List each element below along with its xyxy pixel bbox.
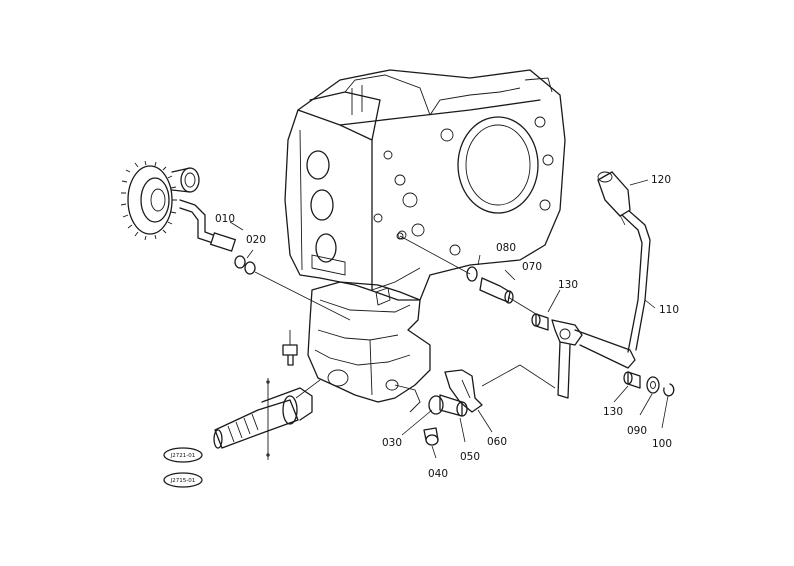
part-120-knob bbox=[597, 171, 631, 217]
part-040-bolt bbox=[423, 427, 439, 446]
part-080-seal bbox=[466, 266, 478, 282]
label-130-upper: 130 bbox=[558, 279, 578, 291]
output-shaft bbox=[213, 378, 313, 460]
label-110: 110 bbox=[659, 304, 679, 316]
label-030: 030 bbox=[382, 437, 402, 449]
assembly-lines bbox=[229, 179, 669, 459]
part-090-washer bbox=[646, 376, 660, 394]
label-010: 010 bbox=[215, 213, 235, 225]
label-120: 120 bbox=[651, 174, 671, 186]
part-060-shift-arm bbox=[444, 369, 483, 413]
label-060: 060 bbox=[487, 436, 507, 448]
label-050: 050 bbox=[460, 451, 480, 463]
part-010-shift-rod bbox=[179, 199, 237, 252]
label-080: 080 bbox=[496, 242, 516, 254]
ref-code-1: J2721-01 bbox=[170, 453, 196, 459]
ref-code-2: J2715-01 bbox=[170, 478, 196, 484]
lever-bracket bbox=[551, 319, 636, 399]
part-050-collar bbox=[439, 394, 468, 417]
label-130-lower: 130 bbox=[603, 406, 623, 418]
label-070: 070 bbox=[522, 261, 542, 273]
label-100: 100 bbox=[652, 438, 672, 450]
part-number-labels: 010 020 030 040 050 060 070 080 090 100 … bbox=[215, 174, 679, 480]
part-070-shaft bbox=[479, 277, 514, 304]
ref-oval-2 bbox=[163, 472, 203, 488]
spur-gear bbox=[120, 160, 200, 241]
transmission-housing bbox=[284, 69, 566, 301]
part-100-circlip bbox=[663, 383, 675, 397]
label-020: 020 bbox=[246, 234, 266, 246]
gear-case bbox=[307, 281, 431, 413]
reference-codes: J2721-01 J2715-01 bbox=[163, 447, 203, 488]
ref-oval-1 bbox=[163, 447, 203, 463]
label-090: 090 bbox=[627, 425, 647, 437]
part-020-o-rings bbox=[234, 255, 256, 275]
part-030-washer bbox=[428, 395, 444, 415]
label-040: 040 bbox=[428, 468, 448, 480]
part-110-shift-lever bbox=[621, 209, 651, 353]
part-130-bushing-upper bbox=[531, 313, 549, 331]
case-bolt bbox=[282, 330, 298, 366]
part-130-bushing-lower bbox=[623, 371, 641, 389]
